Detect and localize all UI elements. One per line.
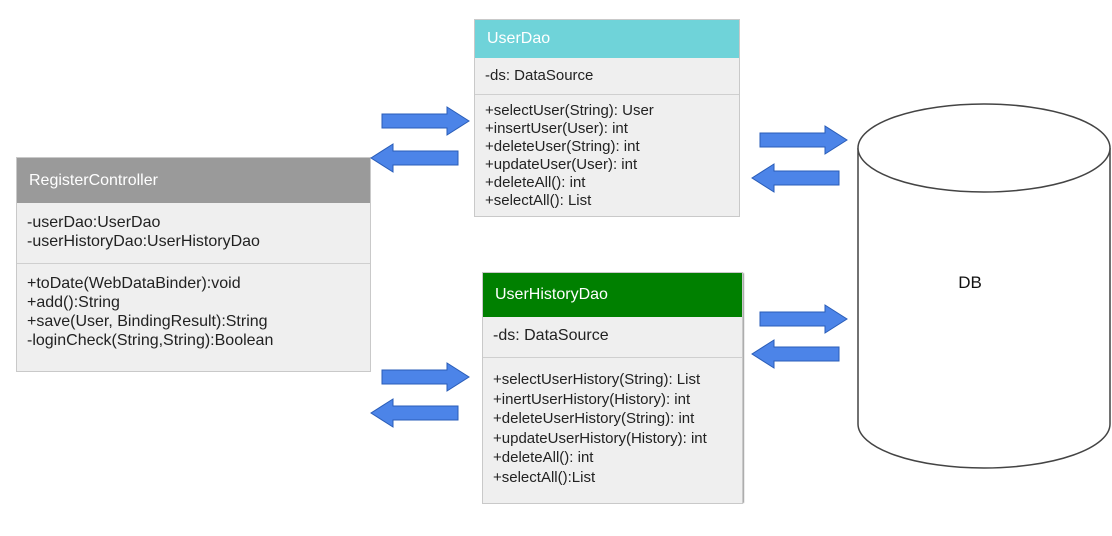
method: +deleteUser(String): int [485,138,640,155]
user-history-dao-methods: +selectUserHistory(String): List +inertU… [483,357,742,493]
register-controller-header: RegisterController [17,158,370,203]
user-dao-title: UserDao [487,30,551,47]
user-history-dao-class[interactable]: UserHistoryDao -ds: DataSource +selectUs… [482,272,743,504]
arrow-right-to-db-from-user-dao [759,125,848,155]
register-controller-class[interactable]: RegisterController -userDao:UserDao -use… [16,157,371,372]
method: +selectAll(): List [485,192,592,209]
user-dao-header: UserDao [475,20,739,58]
attribute: -ds: DataSource [493,327,609,344]
method: +insertUser(User): int [485,120,628,137]
method: +toDate(WebDataBinder):void [27,275,241,292]
user-history-dao-attributes: -ds: DataSource [483,317,742,357]
method: +selectAll():List [493,468,596,486]
user-dao-class[interactable]: UserDao -ds: DataSource +selectUser(Stri… [474,19,740,217]
method: +inertUserHistory(History): int [493,390,691,408]
database-label: DB [958,273,982,292]
user-dao-methods: +selectUser(String): User +insertUser(Us… [475,94,739,216]
database-cylinder[interactable] [855,102,1112,478]
arrow-left-from-user-dao [370,143,459,173]
method: +updateUser(User): int [485,156,638,173]
method: +deleteAll(): int [485,174,586,191]
attribute: -ds: DataSource [485,67,594,84]
method: +deleteAll(): int [493,449,594,466]
method: +selectUser(String): User [485,102,654,119]
user-history-dao-title: UserHistoryDao [495,286,608,303]
register-controller-title: RegisterController [29,171,158,189]
arrow-left-from-history-dao [370,398,459,428]
attribute: -userHistoryDao:UserHistoryDao [27,233,260,250]
method: +updateUserHistory(History): int [493,429,707,447]
arrow-left-from-db-to-history-dao [751,339,840,369]
user-dao-attributes: -ds: DataSource [475,58,739,94]
register-controller-attributes: -userDao:UserDao -userHistoryDao:UserHis… [17,203,370,263]
register-controller-methods: +toDate(WebDataBinder):void +add():Strin… [17,263,370,356]
arrow-left-from-db-to-user-dao [751,163,840,193]
method: +selectUserHistory(String): List [493,371,701,388]
method: -loginCheck(String,String):Boolean [27,332,274,349]
method: +add():String [27,294,120,311]
attribute: -userDao:UserDao [27,214,161,231]
method: +deleteUserHistory(String): int [493,410,695,427]
arrow-right-to-user-dao [381,106,470,136]
arrow-right-to-db-from-history-dao [759,304,848,334]
method: +save(User, BindingResult):String [27,313,268,330]
user-history-dao-header: UserHistoryDao [483,273,742,317]
arrow-right-to-history-dao [381,362,470,392]
